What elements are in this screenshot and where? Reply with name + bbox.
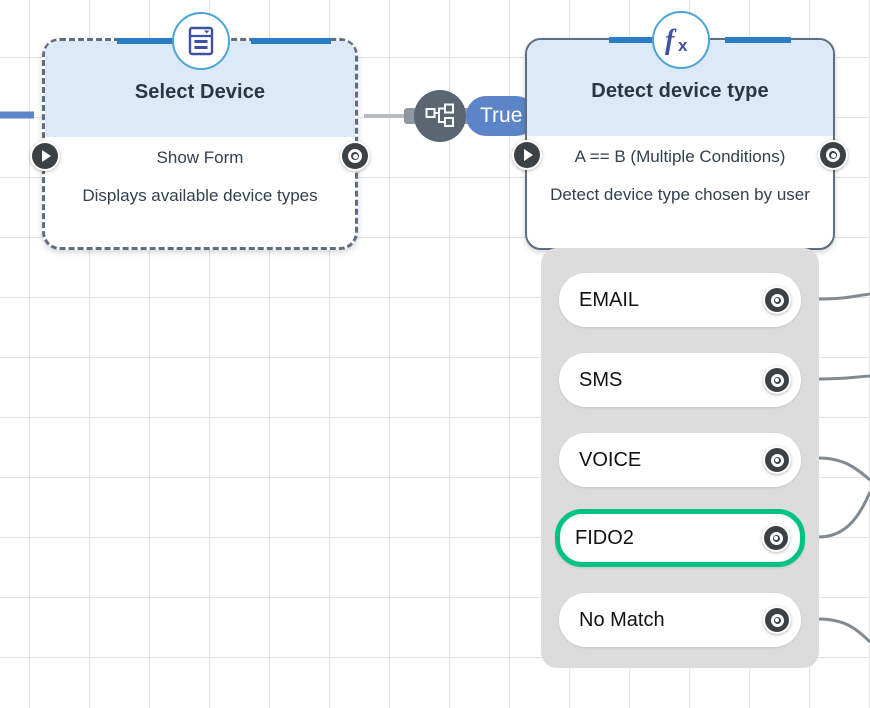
target-icon — [770, 613, 784, 627]
node-accent-bar-right — [251, 38, 331, 44]
node-subtitle: Show Form — [156, 148, 244, 167]
svg-text:x: x — [678, 36, 688, 55]
branch-label: VOICE — [579, 448, 642, 471]
branch-item-sms[interactable]: SMS — [559, 353, 801, 407]
branch-label: SMS — [579, 368, 623, 391]
play-icon — [42, 150, 51, 162]
node-subtitle: A == B (Multiple Conditions) — [574, 147, 786, 166]
branch-outcomes-panel: EMAIL SMS VOICE FIDO2 No Match — [541, 248, 819, 668]
node-accent-bar-right — [725, 37, 791, 43]
node-body: Show Form Displays available device type… — [45, 137, 355, 221]
target-icon — [770, 373, 784, 387]
node-select-device[interactable]: Select Device Show Form Displays availab… — [30, 12, 370, 250]
branch-label: FIDO2 — [575, 526, 634, 549]
node-detect-device-type[interactable]: f x Detect device type A == B (Multiple … — [512, 11, 848, 250]
target-icon — [769, 531, 783, 545]
node-output-port[interactable] — [340, 141, 370, 171]
target-icon — [770, 453, 784, 467]
play-icon — [524, 149, 533, 161]
branch-output-port[interactable] — [762, 524, 790, 552]
branch-item-no-match[interactable]: No Match — [559, 593, 801, 647]
edge-branch-sms — [817, 374, 870, 381]
node-description: Detect device type chosen by user — [550, 185, 810, 204]
connector-label-true: True — [466, 96, 537, 136]
branch-output-port[interactable] — [763, 446, 791, 474]
edge-branch-voice — [817, 456, 870, 482]
node-accent-bar-left — [609, 37, 675, 43]
form-icon — [172, 12, 230, 70]
branch-item-email[interactable]: EMAIL — [559, 273, 801, 327]
node-title: Select Device — [134, 81, 266, 103]
node-description: Displays available device types — [82, 186, 318, 205]
branch-label: No Match — [579, 608, 665, 631]
node-input-port[interactable] — [512, 140, 542, 170]
branch-output-port[interactable] — [763, 606, 791, 634]
edge-branch-email — [817, 292, 870, 301]
node-body: A == B (Multiple Conditions) Detect devi… — [527, 136, 833, 220]
branch-output-port[interactable] — [763, 366, 791, 394]
edge-branch-fido2 — [817, 491, 870, 539]
fx-icon: f x — [652, 11, 710, 69]
edge-branch-nomatch — [817, 617, 870, 644]
target-icon — [770, 293, 784, 307]
branch-label: EMAIL — [579, 288, 640, 311]
node-output-port[interactable] — [818, 140, 848, 170]
node-title: Detect device type — [591, 80, 769, 102]
branch-item-voice[interactable]: VOICE — [559, 433, 801, 487]
target-icon — [348, 149, 362, 163]
branch-output-port[interactable] — [763, 286, 791, 314]
branch-item-fido2[interactable]: FIDO2 — [555, 509, 805, 567]
branch-split-icon[interactable] — [414, 90, 466, 142]
node-input-port[interactable] — [30, 141, 60, 171]
svg-text:f: f — [665, 25, 677, 56]
target-icon — [826, 148, 840, 162]
node-accent-bar-left — [117, 38, 197, 44]
